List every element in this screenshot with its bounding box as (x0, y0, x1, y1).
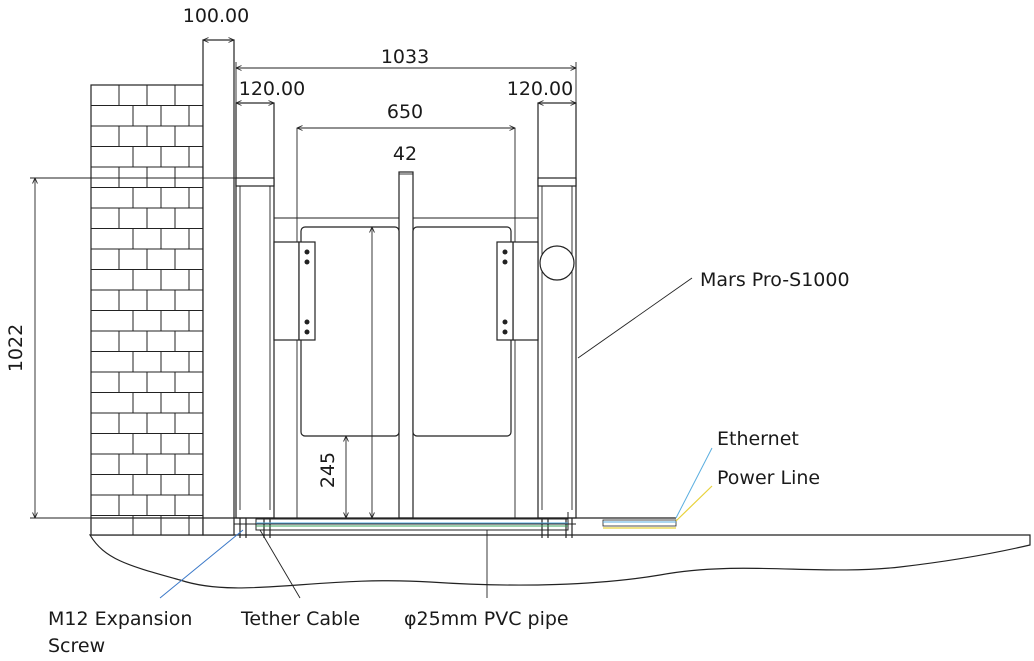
svg-text:1022: 1022 (5, 324, 27, 372)
svg-text:42: 42 (393, 143, 417, 165)
ethernet-label: Ethernet (717, 428, 799, 450)
svg-text:650: 650 (387, 101, 423, 123)
right-hinge-bracket (496, 241, 539, 341)
svg-text:245: 245 (317, 452, 339, 488)
center-post (398, 171, 414, 519)
dim-clearance: 245 (317, 227, 372, 518)
card-reader-icon (539, 245, 575, 281)
left-hinge-bracket (273, 241, 316, 341)
tether-cable-label: Tether Cable (240, 608, 360, 630)
incoming-cables (602, 519, 677, 529)
svg-text:120.00: 120.00 (239, 78, 305, 100)
model-label: Mars Pro-S1000 (700, 269, 850, 291)
svg-text:1033: 1033 (381, 46, 429, 68)
power-line-label: Power Line (717, 467, 820, 489)
expansion-screws (239, 518, 573, 538)
expansion-screw-label: M12 Expansion (48, 608, 192, 630)
dim-overall-width: 1033 (236, 46, 576, 103)
right-cabinet (537, 102, 577, 519)
dim-right-cabinet: 120.00 (507, 78, 576, 103)
dim-wall-post: 100.00 (183, 5, 249, 40)
pvc-pipe (255, 512, 569, 531)
pvc-pipe-label: φ25mm PVC pipe (404, 608, 569, 630)
svg-text:100.00: 100.00 (183, 5, 249, 27)
brick-wall (90, 84, 204, 536)
dim-passage-width: 650 (297, 101, 515, 128)
dim-left-cabinet: 120.00 (236, 78, 305, 103)
dim-height: 1022 (5, 178, 236, 518)
dim-gap: 42 (393, 143, 417, 175)
wall-post (202, 39, 235, 536)
left-flap (300, 226, 400, 437)
ground-outline (88, 534, 1031, 589)
right-flap (412, 226, 512, 437)
expansion-screw-label-2: Screw (48, 635, 105, 657)
svg-text:120.00: 120.00 (507, 78, 573, 100)
left-cabinet (235, 102, 275, 519)
